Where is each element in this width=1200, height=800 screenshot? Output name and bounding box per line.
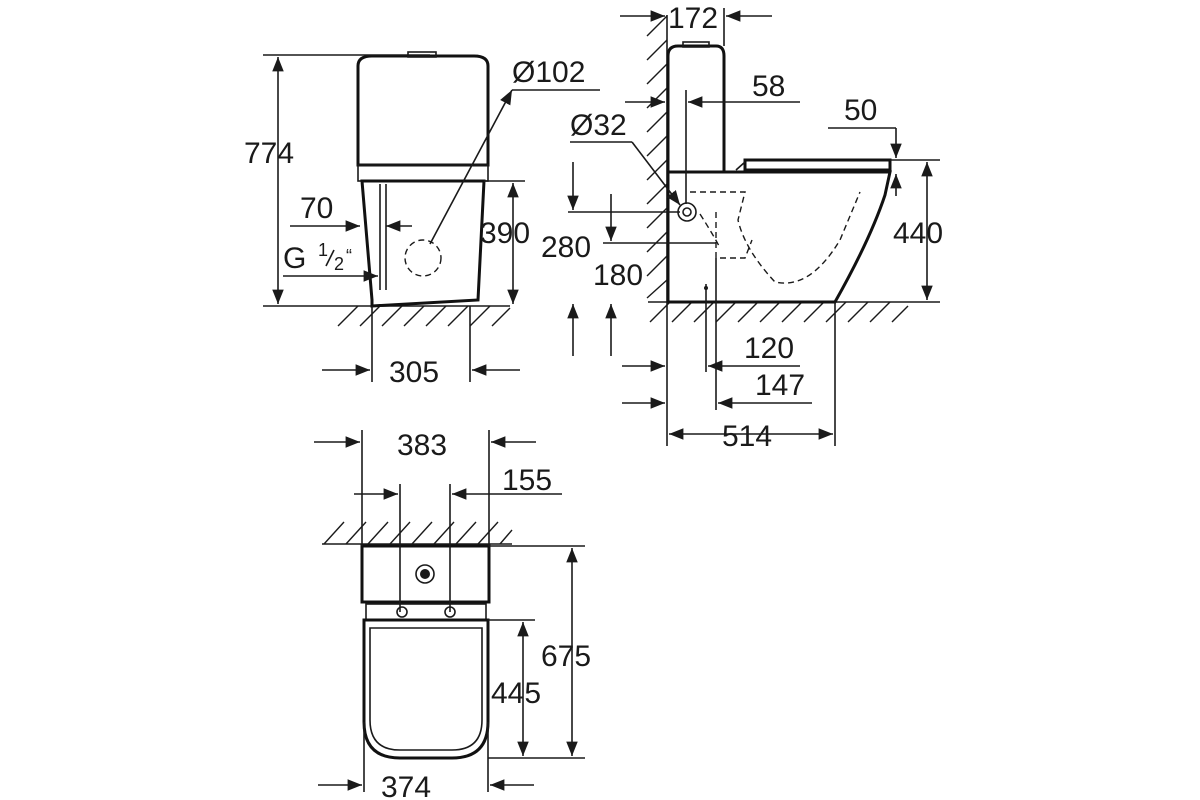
top-view: 383 155 675 445 374	[314, 429, 591, 800]
hinge-left	[396, 606, 408, 618]
label-50: 50	[844, 94, 877, 127]
outlet-circle	[404, 239, 442, 277]
label-outlet-diameter: Ø102	[512, 56, 585, 89]
front-view: Ø102 774 70 G 1 2 “ 390 305	[244, 51, 600, 389]
side-bowl	[666, 170, 892, 304]
top-cistern	[360, 544, 491, 604]
leader-inlet	[631, 141, 681, 206]
front-floor-hatch	[337, 305, 511, 327]
label-180: 180	[593, 259, 643, 292]
label-445: 445	[491, 677, 541, 710]
side-seat	[743, 158, 892, 172]
label-g: G	[283, 242, 306, 275]
label-g-num: 1	[318, 240, 328, 260]
label-774: 774	[244, 137, 294, 170]
label-440: 440	[893, 217, 943, 250]
leader-outlet	[429, 89, 513, 245]
top-seat	[362, 618, 490, 760]
label-g-den: 2	[334, 254, 344, 274]
label-675: 675	[541, 640, 591, 673]
label-147: 147	[755, 369, 805, 402]
label-g-quote: “	[346, 246, 352, 266]
label-58: 58	[752, 70, 785, 103]
label-70: 70	[300, 192, 333, 225]
side-wall-hatch	[646, 15, 668, 299]
label-172: 172	[668, 2, 718, 35]
top-wall-hatch	[323, 521, 513, 545]
side-inlet	[677, 202, 697, 222]
label-374: 374	[381, 771, 431, 800]
label-120: 120	[744, 332, 794, 365]
top-flush-button	[415, 564, 435, 584]
label-inlet-diameter: Ø32	[570, 109, 627, 142]
label-305: 305	[389, 356, 439, 389]
label-514: 514	[722, 420, 772, 453]
side-floor-hatch	[649, 301, 909, 323]
label-155: 155	[502, 464, 552, 497]
label-280: 280	[541, 231, 591, 264]
side-trap	[690, 191, 861, 284]
label-383: 383	[397, 429, 447, 462]
label-390: 390	[480, 217, 530, 250]
side-view: 172 58 50 440 Ø32 280 180	[541, 2, 943, 453]
front-cistern	[356, 54, 490, 167]
side-cistern	[666, 44, 726, 174]
